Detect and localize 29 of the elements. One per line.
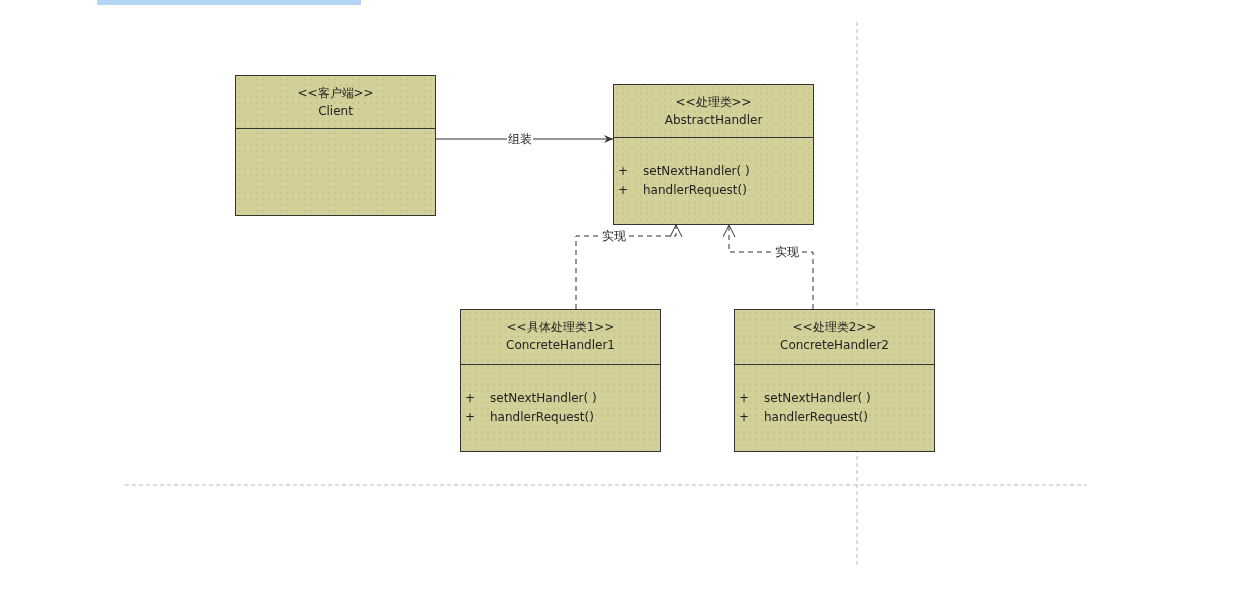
visibility-marker: + <box>739 390 750 406</box>
method-name: handlerRequest() <box>490 409 594 425</box>
stereotype-label: <<处理类2>> <box>791 319 878 335</box>
visibility-marker: + <box>465 409 476 425</box>
class-box <box>734 309 935 452</box>
visibility-marker: + <box>465 390 476 406</box>
method-name: handlerRequest() <box>764 409 868 425</box>
edge-label: 组装 <box>507 132 533 146</box>
method-name: setNextHandler( ) <box>764 390 871 406</box>
class-name: AbstractHandler <box>663 112 764 128</box>
class-box <box>613 84 814 225</box>
class-name: Client <box>317 103 354 119</box>
class-box <box>235 75 436 216</box>
edge-label: 实现 <box>774 245 800 259</box>
visibility-marker: + <box>618 163 629 179</box>
method-name: setNextHandler( ) <box>643 163 750 179</box>
visibility-marker: + <box>739 409 750 425</box>
realization-arrow <box>722 224 814 310</box>
visibility-marker: + <box>618 182 629 198</box>
realization-arrow <box>575 224 683 310</box>
stereotype-label: <<处理类>> <box>674 94 753 110</box>
class-box <box>460 309 661 452</box>
edge-label: 实现 <box>601 229 627 243</box>
method-name: handlerRequest() <box>643 182 747 198</box>
stereotype-label: <<客户端>> <box>296 85 375 101</box>
class-name: ConcreteHandler1 <box>505 337 616 353</box>
stereotype-label: <<具体处理类1>> <box>505 319 616 335</box>
class-name: ConcreteHandler2 <box>779 337 890 353</box>
method-name: setNextHandler( ) <box>490 390 597 406</box>
